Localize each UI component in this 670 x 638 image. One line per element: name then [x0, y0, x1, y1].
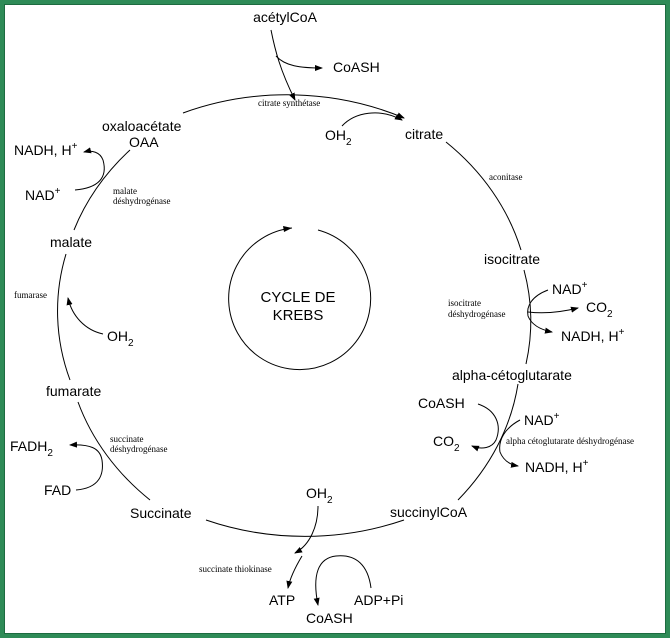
- succinate-thiokinase-label: succinate thiokinase: [199, 564, 272, 574]
- arc-akg-succinylcoa: [457, 383, 519, 501]
- arc-fumarate-malate: [57, 253, 71, 381]
- isocitrate-dh-label-2: déshydrogénase: [448, 309, 505, 319]
- nad-isocitrate-label: NAD+: [552, 280, 588, 297]
- fadh2-label: FADH2: [10, 438, 53, 459]
- center-ring: [228, 227, 372, 371]
- center-title-line1: CYCLE DE: [260, 289, 335, 306]
- succinate-dh-arrow: [69, 441, 103, 491]
- coash-top-label: CoASH: [333, 59, 380, 75]
- co2-akg-label: CO2: [433, 433, 460, 454]
- isocitrate-label: isocitrate: [484, 251, 540, 267]
- succinate-thiokinase-step: OH2 succinate thiokinase ATP CoASH ADP+P…: [199, 485, 403, 626]
- nadh-isocitrate-label: NADH, H+: [561, 327, 625, 344]
- oh2-fumarase-arrow: [66, 297, 104, 335]
- succinylcoa-label: succinylCoA: [390, 504, 468, 520]
- oh2-thiokinase-arrow: [294, 505, 319, 554]
- arc-citrate-isocitrate: [445, 141, 522, 251]
- center-circle: CYCLE DE KREBS: [228, 226, 372, 371]
- isocitrate-dh-label-1: isocitrate: [448, 298, 481, 308]
- atp-arrow: [286, 555, 303, 589]
- arc-isocitrate-akg: [523, 269, 532, 365]
- aconitase-label: aconitase: [489, 172, 522, 182]
- oh2-citrate-arrow: [341, 112, 403, 127]
- coash-co2-arrow: [471, 403, 499, 452]
- nad-akg-label: NAD+: [524, 411, 560, 428]
- fad-label: FAD: [44, 482, 71, 498]
- nad-malate-label: NAD+: [25, 186, 61, 203]
- coash-bottom-label: CoASH: [306, 610, 353, 626]
- citrate-node: citrate OH2 aconitase: [325, 112, 522, 182]
- acetylcoa-label: acétylCoA: [253, 9, 317, 25]
- alpha-ketoglutarate-label: alpha-cétoglutarate: [452, 367, 572, 383]
- isocitrate-dehydrogenase: NAD+ CO2 NADH, H+ isocitrate déshydrogén…: [448, 280, 625, 344]
- acetylcoa-entry: acétylCoA CoASH citrate synthétase: [253, 9, 380, 108]
- adp-pi-label: ADP+Pi: [354, 592, 403, 608]
- arc-malate-oaa: [73, 149, 131, 231]
- nad-nadh-isocitrate-arrow: [527, 289, 553, 334]
- co2-isocitrate-arrow: [527, 306, 579, 314]
- akg-dh-label: alpha cétoglutarate déshydrogénase: [506, 436, 634, 446]
- akg-dehydrogenase: CoASH NAD+ CO2 NADH, H+ alpha cétoglutar…: [418, 395, 634, 475]
- cycle-ring: [57, 94, 532, 537]
- fumarate-label: fumarate: [46, 383, 101, 399]
- succinate-dh-label-2: déshydrogénase: [110, 444, 167, 454]
- citrate-synthase-label: citrate synthétase: [258, 98, 320, 108]
- arc-succinylcoa-succinate: [205, 519, 405, 537]
- oh2-citrate-label: OH2: [325, 127, 352, 148]
- malate-dh-arrow: [74, 147, 105, 191]
- succinate-dh-label-1: succinate: [110, 434, 143, 444]
- nadh-akg-label: NADH, H+: [525, 458, 589, 475]
- malate-dh-label-1: malate: [113, 186, 137, 196]
- fumarase-step: fumarase OH2: [14, 290, 134, 349]
- citrate-label: citrate: [405, 126, 443, 142]
- center-arrowhead: [283, 226, 292, 232]
- center-title-line2: KREBS: [273, 307, 324, 324]
- malate-dh-label-2: déshydrogénase: [113, 196, 170, 206]
- oh2-thiokinase-label: OH2: [306, 485, 333, 506]
- fumarase-label: fumarase: [14, 290, 47, 300]
- oxaloacetate-label: oxaloacétate: [102, 118, 182, 134]
- succinate-label: Succinate: [130, 505, 192, 521]
- coash-akg-label: CoASH: [418, 395, 465, 411]
- nadh-malate-label: NADH, H+: [14, 141, 78, 158]
- malate-label: malate: [50, 234, 92, 250]
- arc-succinate-fumarate: [77, 401, 151, 501]
- succinate-dehydrogenase: FADH2 FAD succinate déshydrogénase: [10, 434, 167, 498]
- oh2-fumarase-label: OH2: [107, 328, 134, 349]
- oaa-node: oxaloacétate OAA: [102, 118, 182, 150]
- oaa-label: OAA: [129, 134, 159, 150]
- nad-nadh-akg-arrow: [499, 419, 521, 468]
- malate-dehydrogenase: NADH, H+ NAD+ malate déshydrogénase: [14, 141, 170, 206]
- atp-label: ATP: [269, 592, 295, 608]
- acetylcoa-arrow: [270, 29, 296, 101]
- coash-release-arrow: [275, 55, 323, 71]
- adp-coash-arrow: [313, 555, 372, 606]
- co2-isocitrate-label: CO2: [586, 299, 613, 320]
